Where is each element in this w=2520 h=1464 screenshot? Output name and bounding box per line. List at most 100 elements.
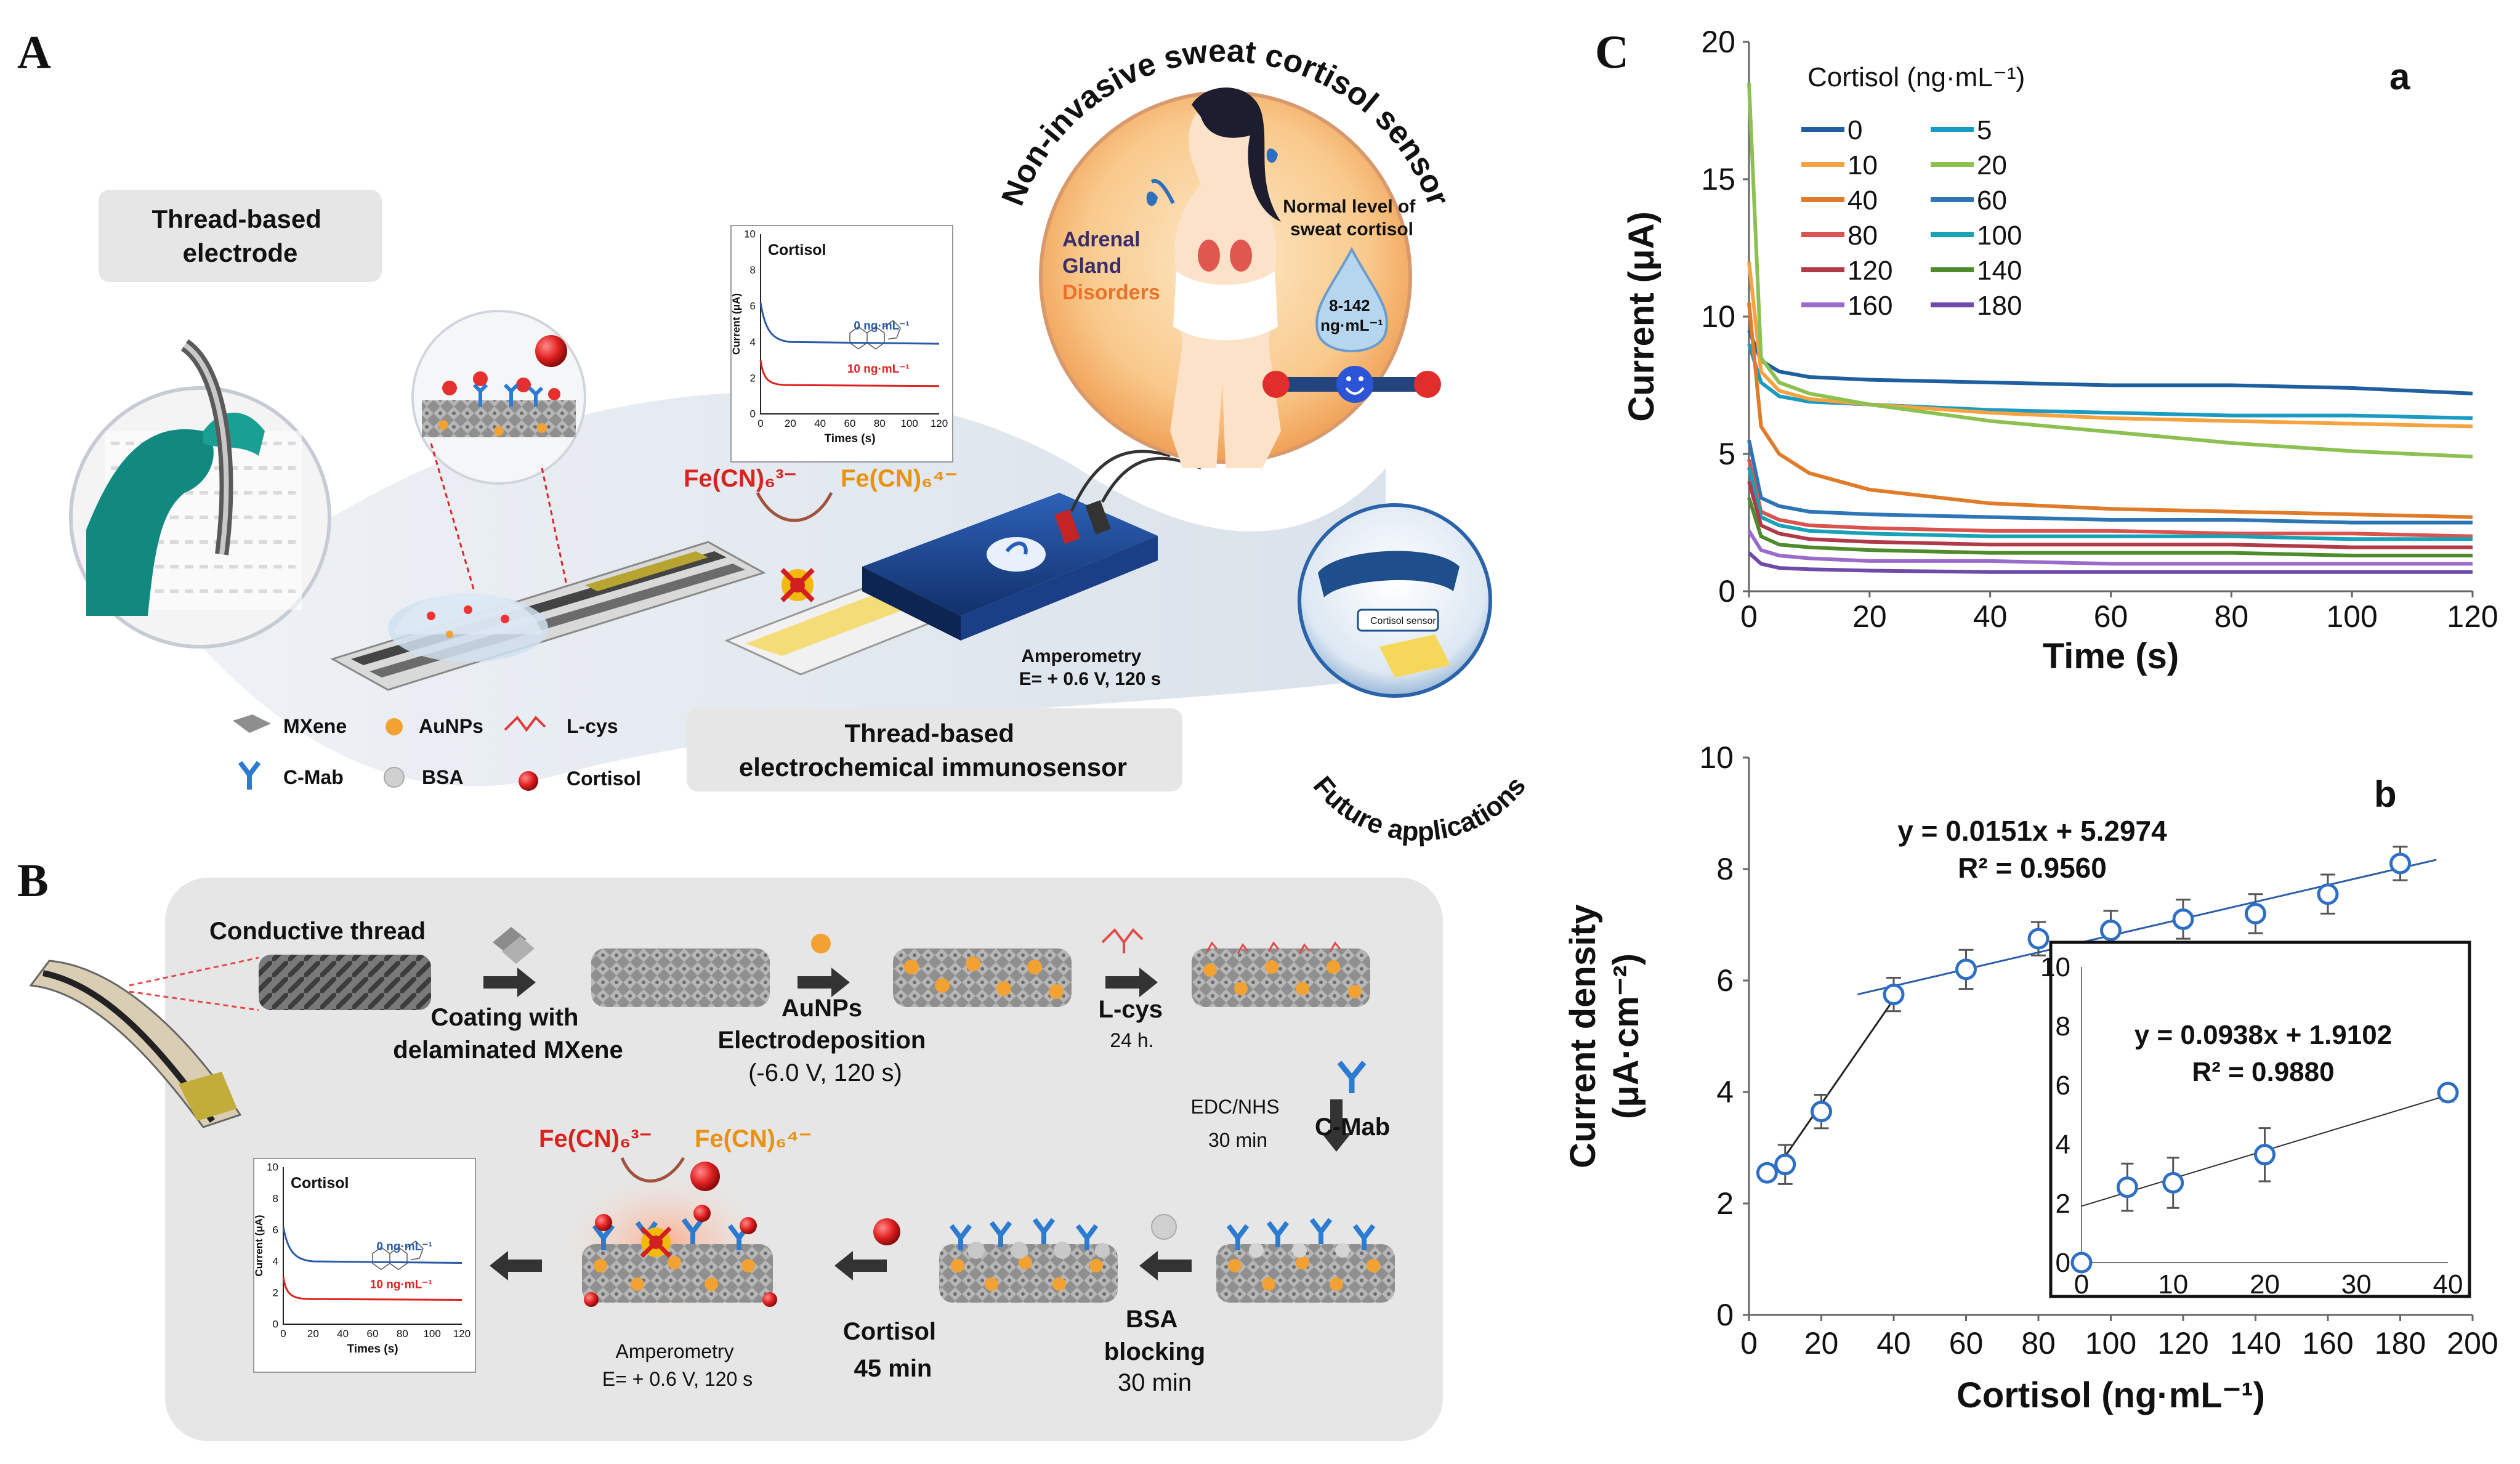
chart-a-series-100 xyxy=(1747,467,2473,541)
mini-x-label: Times (s) xyxy=(347,1343,398,1356)
panel-a-redox-arrow xyxy=(756,491,833,522)
mini-y-tick: 0 xyxy=(750,408,756,420)
future-app-circle xyxy=(1298,503,1492,698)
mini-y-tick: 8 xyxy=(750,264,756,276)
chart-a-y-tick: 0 xyxy=(1718,574,1735,609)
bsa-step-3: 30 min xyxy=(1118,1369,1192,1396)
potentiostat-device xyxy=(724,450,1201,676)
mini-series-10-label: 10 ng·mL⁻¹ xyxy=(370,1278,432,1291)
chart-a-legend-label-80: 80 xyxy=(1848,220,1878,251)
cortisol-icon-b xyxy=(873,1218,900,1245)
chart-a-series-80 xyxy=(1747,459,2473,538)
chart-a-legend-label-0: 0 xyxy=(1848,115,1862,145)
svg-text:AuNPs Electrodeposition: AuNPs Electrodeposition (-6.0 V, 120 s) xyxy=(718,995,933,1086)
mini-y-tick: 6 xyxy=(750,300,756,312)
chart-a-legend-label-40: 40 xyxy=(1848,185,1878,216)
mini-x-tick: 120 xyxy=(931,418,948,429)
mini-x-tick: 20 xyxy=(307,1328,319,1340)
panel-a-redox-red: Fe(CN)₆⁴⁻ xyxy=(841,465,958,492)
chart-a-series-180 xyxy=(1747,551,2473,574)
chart-a-series-20 xyxy=(1747,83,2473,459)
panel-b-arrows-row1 xyxy=(483,968,1351,1280)
mxene-icon xyxy=(233,714,271,733)
legend-aunps: AuNPs xyxy=(419,715,483,737)
chart-b-point xyxy=(2100,920,2122,942)
coating-label-1: Coating with xyxy=(430,1004,578,1031)
aunps-step-1: AuNPs xyxy=(781,995,862,1022)
chart-a-y-tick: 15 xyxy=(1701,162,1735,196)
panel-b-redox-arrow xyxy=(620,1157,685,1183)
chart-a-x-tick: 60 xyxy=(2094,599,2128,634)
legend-bsa: BSA xyxy=(422,766,464,788)
chart-b-y-tick: 0 xyxy=(1716,1298,1734,1332)
panel-b-thread-strip xyxy=(29,960,242,1128)
adrenal-label-3: Disorders xyxy=(1062,281,1160,304)
normal-level-2: sweat cortisol xyxy=(1290,219,1413,240)
chart-b-equation: y = 0.0151x + 5.2974 xyxy=(1897,815,2167,847)
conductive-thread-label: Conductive thread xyxy=(209,918,426,945)
cmab-cylinder xyxy=(1216,1218,1395,1303)
panel-a-amperometry-2: E= + 0.6 V, 120 s xyxy=(1019,669,1161,689)
chart-a-y-tick: 10 xyxy=(1701,299,1735,334)
svg-text:Cortisol 45 min: Cortisol 45 min xyxy=(843,1318,943,1382)
chart-b-inset-y-tick: 4 xyxy=(2056,1130,2070,1160)
zoom-lines xyxy=(430,443,568,592)
mini-x-tick: 0 xyxy=(757,418,763,429)
cmab-step-icon xyxy=(1337,1061,1367,1093)
chart-a-legend-label-120: 120 xyxy=(1848,256,1892,286)
chart-a-series-0 xyxy=(1747,330,2473,395)
chart-b-point xyxy=(2317,883,2339,905)
chart-a-legend-title: Cortisol (ng·mL⁻¹) xyxy=(1807,62,2025,92)
svg-text:Coating with delaminated M: Coating with delaminated MXene xyxy=(393,1004,623,1064)
chart-b-point xyxy=(2389,852,2411,875)
mini-y-tick: 4 xyxy=(273,1256,278,1268)
mini-x-tick: 20 xyxy=(785,418,796,429)
chart-b-inset-equation: y = 0.0938x + 1.9102 xyxy=(2134,1020,2392,1050)
cortisol-icon xyxy=(519,771,538,791)
mini-x-tick: 120 xyxy=(453,1328,470,1340)
svg-text:EDC/NHS 30 min: EDC/NHS 30 min xyxy=(1191,1096,1285,1151)
chart-b-point xyxy=(2027,928,2050,950)
mxene-cylinder xyxy=(591,948,770,1007)
mini-x-tick: 80 xyxy=(874,418,886,429)
chart-b-inset-y-tick: 10 xyxy=(2040,952,2070,982)
chart-b-x-tick: 100 xyxy=(2085,1326,2136,1361)
normal-level-1: Normal level of xyxy=(1283,196,1416,217)
legend-cortisol: Cortisol xyxy=(567,767,641,790)
mini-y-tick: 2 xyxy=(750,372,756,384)
panel-a-amperometry-1: Amperometry xyxy=(1021,646,1141,666)
chart-b-inset-x-tick: 0 xyxy=(2074,1269,2089,1300)
chart-b-point xyxy=(1774,1154,1796,1176)
future-app-label: Future applications xyxy=(1307,770,1532,847)
chart-b-x-tick: 0 xyxy=(1740,1326,1758,1361)
chart-a-legend-label-140: 140 xyxy=(1977,256,2022,286)
chart-a-y-tick: 20 xyxy=(1701,25,1735,59)
legend-lcys: L-cys xyxy=(567,715,618,737)
panel-b-amperometry-2: E= + 0.6 V, 120 s xyxy=(602,1368,753,1390)
chart-a-x-tick: 100 xyxy=(2326,599,2377,634)
electrode-photo xyxy=(69,339,331,649)
mini-y-tick: 0 xyxy=(273,1319,278,1330)
chart-b-inset-x-tick: 20 xyxy=(2250,1269,2280,1300)
panel-a-blocked-electron xyxy=(780,568,815,602)
chart-a-series-120 xyxy=(1747,480,2473,549)
svg-text:Thread-based electrochemic: Thread-based electrochemical immunosenso… xyxy=(739,719,1127,782)
chart-b-y-tick: 10 xyxy=(1699,740,1734,775)
chart-b-x-tick: 80 xyxy=(2021,1326,2056,1361)
panel-c-label: C xyxy=(1595,26,1629,78)
normal-range-2: ng·mL⁻¹ xyxy=(1320,316,1383,334)
aunps-cylinder xyxy=(893,948,1072,1007)
chart-b-inset-r2: R² = 0.9880 xyxy=(2192,1057,2334,1087)
chart-b-inset-point xyxy=(2070,1252,2093,1274)
cortisol-step-1: Cortisol xyxy=(843,1318,936,1345)
mini-series-10-label: 10 ng·mL⁻¹ xyxy=(847,363,910,376)
mini-x-tick: 40 xyxy=(814,418,826,429)
svg-text:BSA blocking: BSA blocking xyxy=(1104,1306,1205,1365)
svg-text:Adrenal Gland Disorder: Adrenal Gland Disorders xyxy=(1062,228,1160,304)
chart-b-inset-point xyxy=(2116,1176,2138,1199)
immunosensor-label-1: Thread-based xyxy=(844,719,1014,748)
mood-scale xyxy=(1262,366,1441,403)
chart-b-x-tick: 60 xyxy=(1949,1326,1984,1361)
chart-b-inset-point xyxy=(2162,1171,2184,1194)
